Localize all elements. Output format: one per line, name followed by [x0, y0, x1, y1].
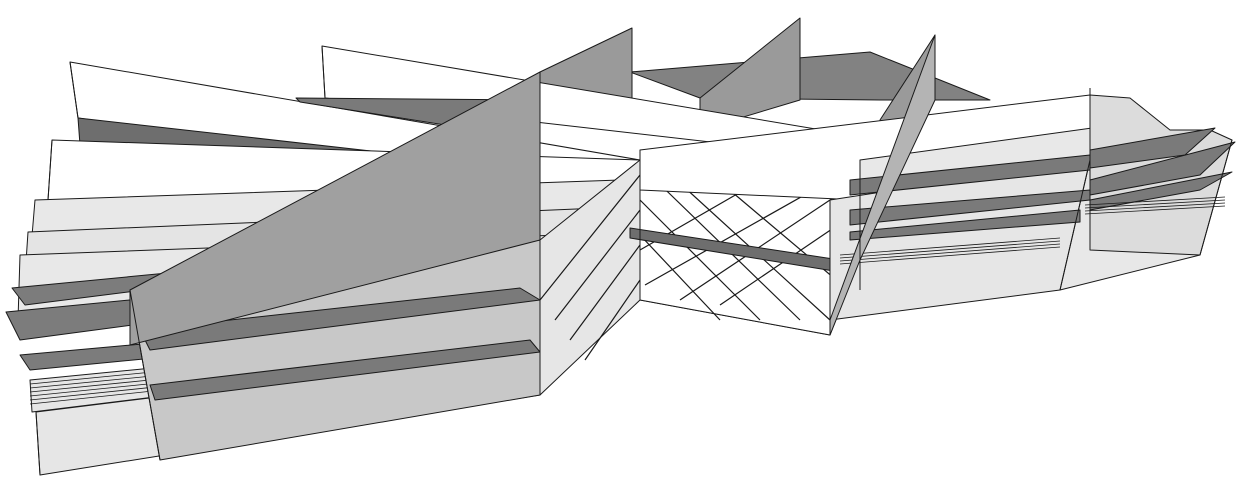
structure-edges [35, 45, 1233, 476]
right-block-far-dark-2 [1089, 141, 1236, 196]
right-block-band-lines [839, 196, 1226, 265]
right-block-dark-shelf-3 [849, 209, 1081, 241]
roof-dark-panel-right [629, 51, 991, 101]
right-block-far-dark-3 [1089, 171, 1233, 211]
left-layered-block [5, 71, 641, 476]
